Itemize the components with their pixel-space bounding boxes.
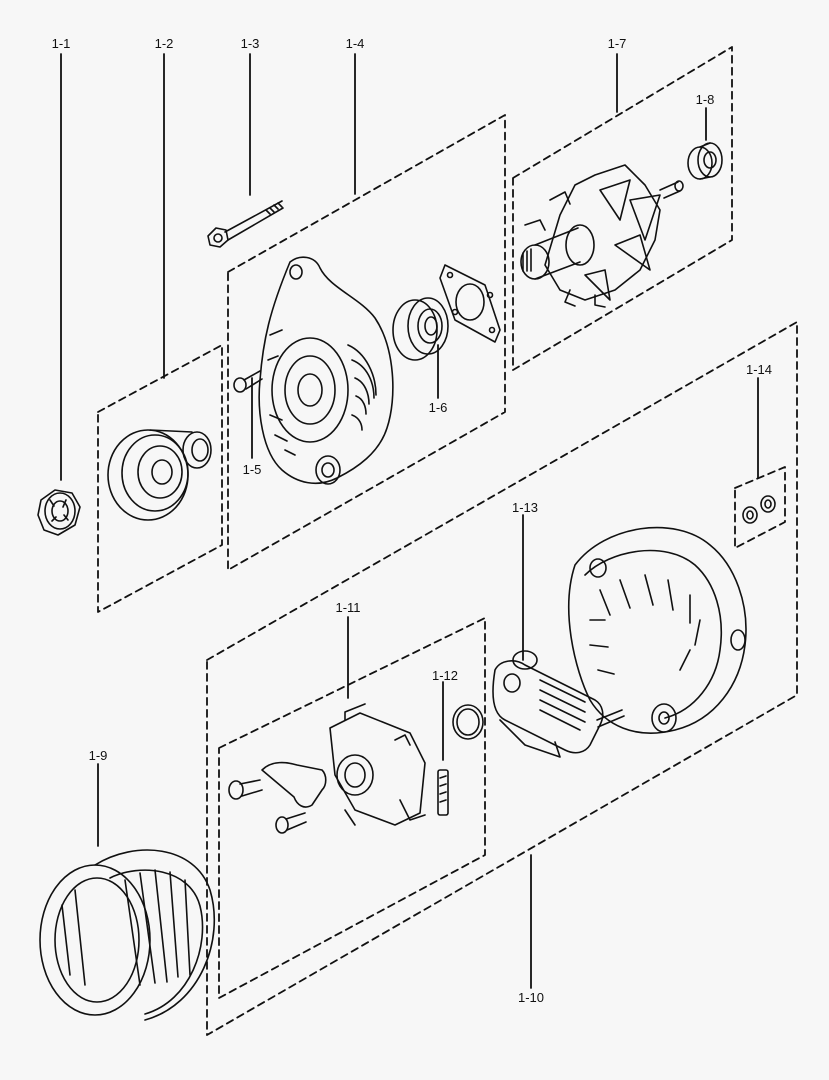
part-rectifier: [492, 650, 625, 758]
part-brush-holder: [228, 703, 484, 834]
group-box-1-10: [206, 321, 798, 1036]
group-box-1-11: [218, 617, 486, 999]
callout-1-7: 1-7: [607, 36, 627, 51]
callout-1-6: 1-6: [428, 400, 448, 415]
part-retainer-plate: [439, 264, 501, 343]
part-through-bolt: [207, 200, 284, 248]
part-rear-bearing: [687, 142, 723, 180]
callout-1-4: 1-4: [345, 36, 365, 51]
leader-lines: [60, 53, 759, 989]
callout-1-11: 1-11: [335, 600, 361, 615]
part-terminal-nuts: [742, 495, 776, 524]
callout-1-9: 1-9: [88, 748, 108, 763]
group-box-1-2: [97, 344, 223, 613]
callout-1-5: 1-5: [242, 462, 262, 477]
callout-1-10: 1-10: [517, 990, 545, 1005]
part-rear-housing: [568, 526, 747, 734]
callout-1-2: 1-2: [154, 36, 174, 51]
part-bearing: [392, 297, 449, 361]
part-screw: [233, 370, 263, 393]
part-rotor: [520, 164, 684, 308]
group-box-1-4: [227, 114, 506, 571]
callout-1-8: 1-8: [695, 92, 715, 107]
callout-1-1: 1-1: [51, 36, 71, 51]
group-boxes: [97, 46, 798, 1036]
callout-1-14: 1-14: [745, 362, 773, 377]
part-nut: [37, 489, 81, 536]
group-box-1-7: [512, 46, 733, 371]
part-brush: [437, 769, 449, 816]
part-front-housing: [258, 256, 394, 485]
group-box-1-14: [734, 466, 786, 549]
callout-1-3: 1-3: [240, 36, 260, 51]
part-pulley: [107, 429, 212, 521]
callout-1-13: 1-13: [511, 500, 539, 515]
part-stator: [39, 849, 216, 1021]
callout-1-12: 1-12: [431, 668, 459, 683]
